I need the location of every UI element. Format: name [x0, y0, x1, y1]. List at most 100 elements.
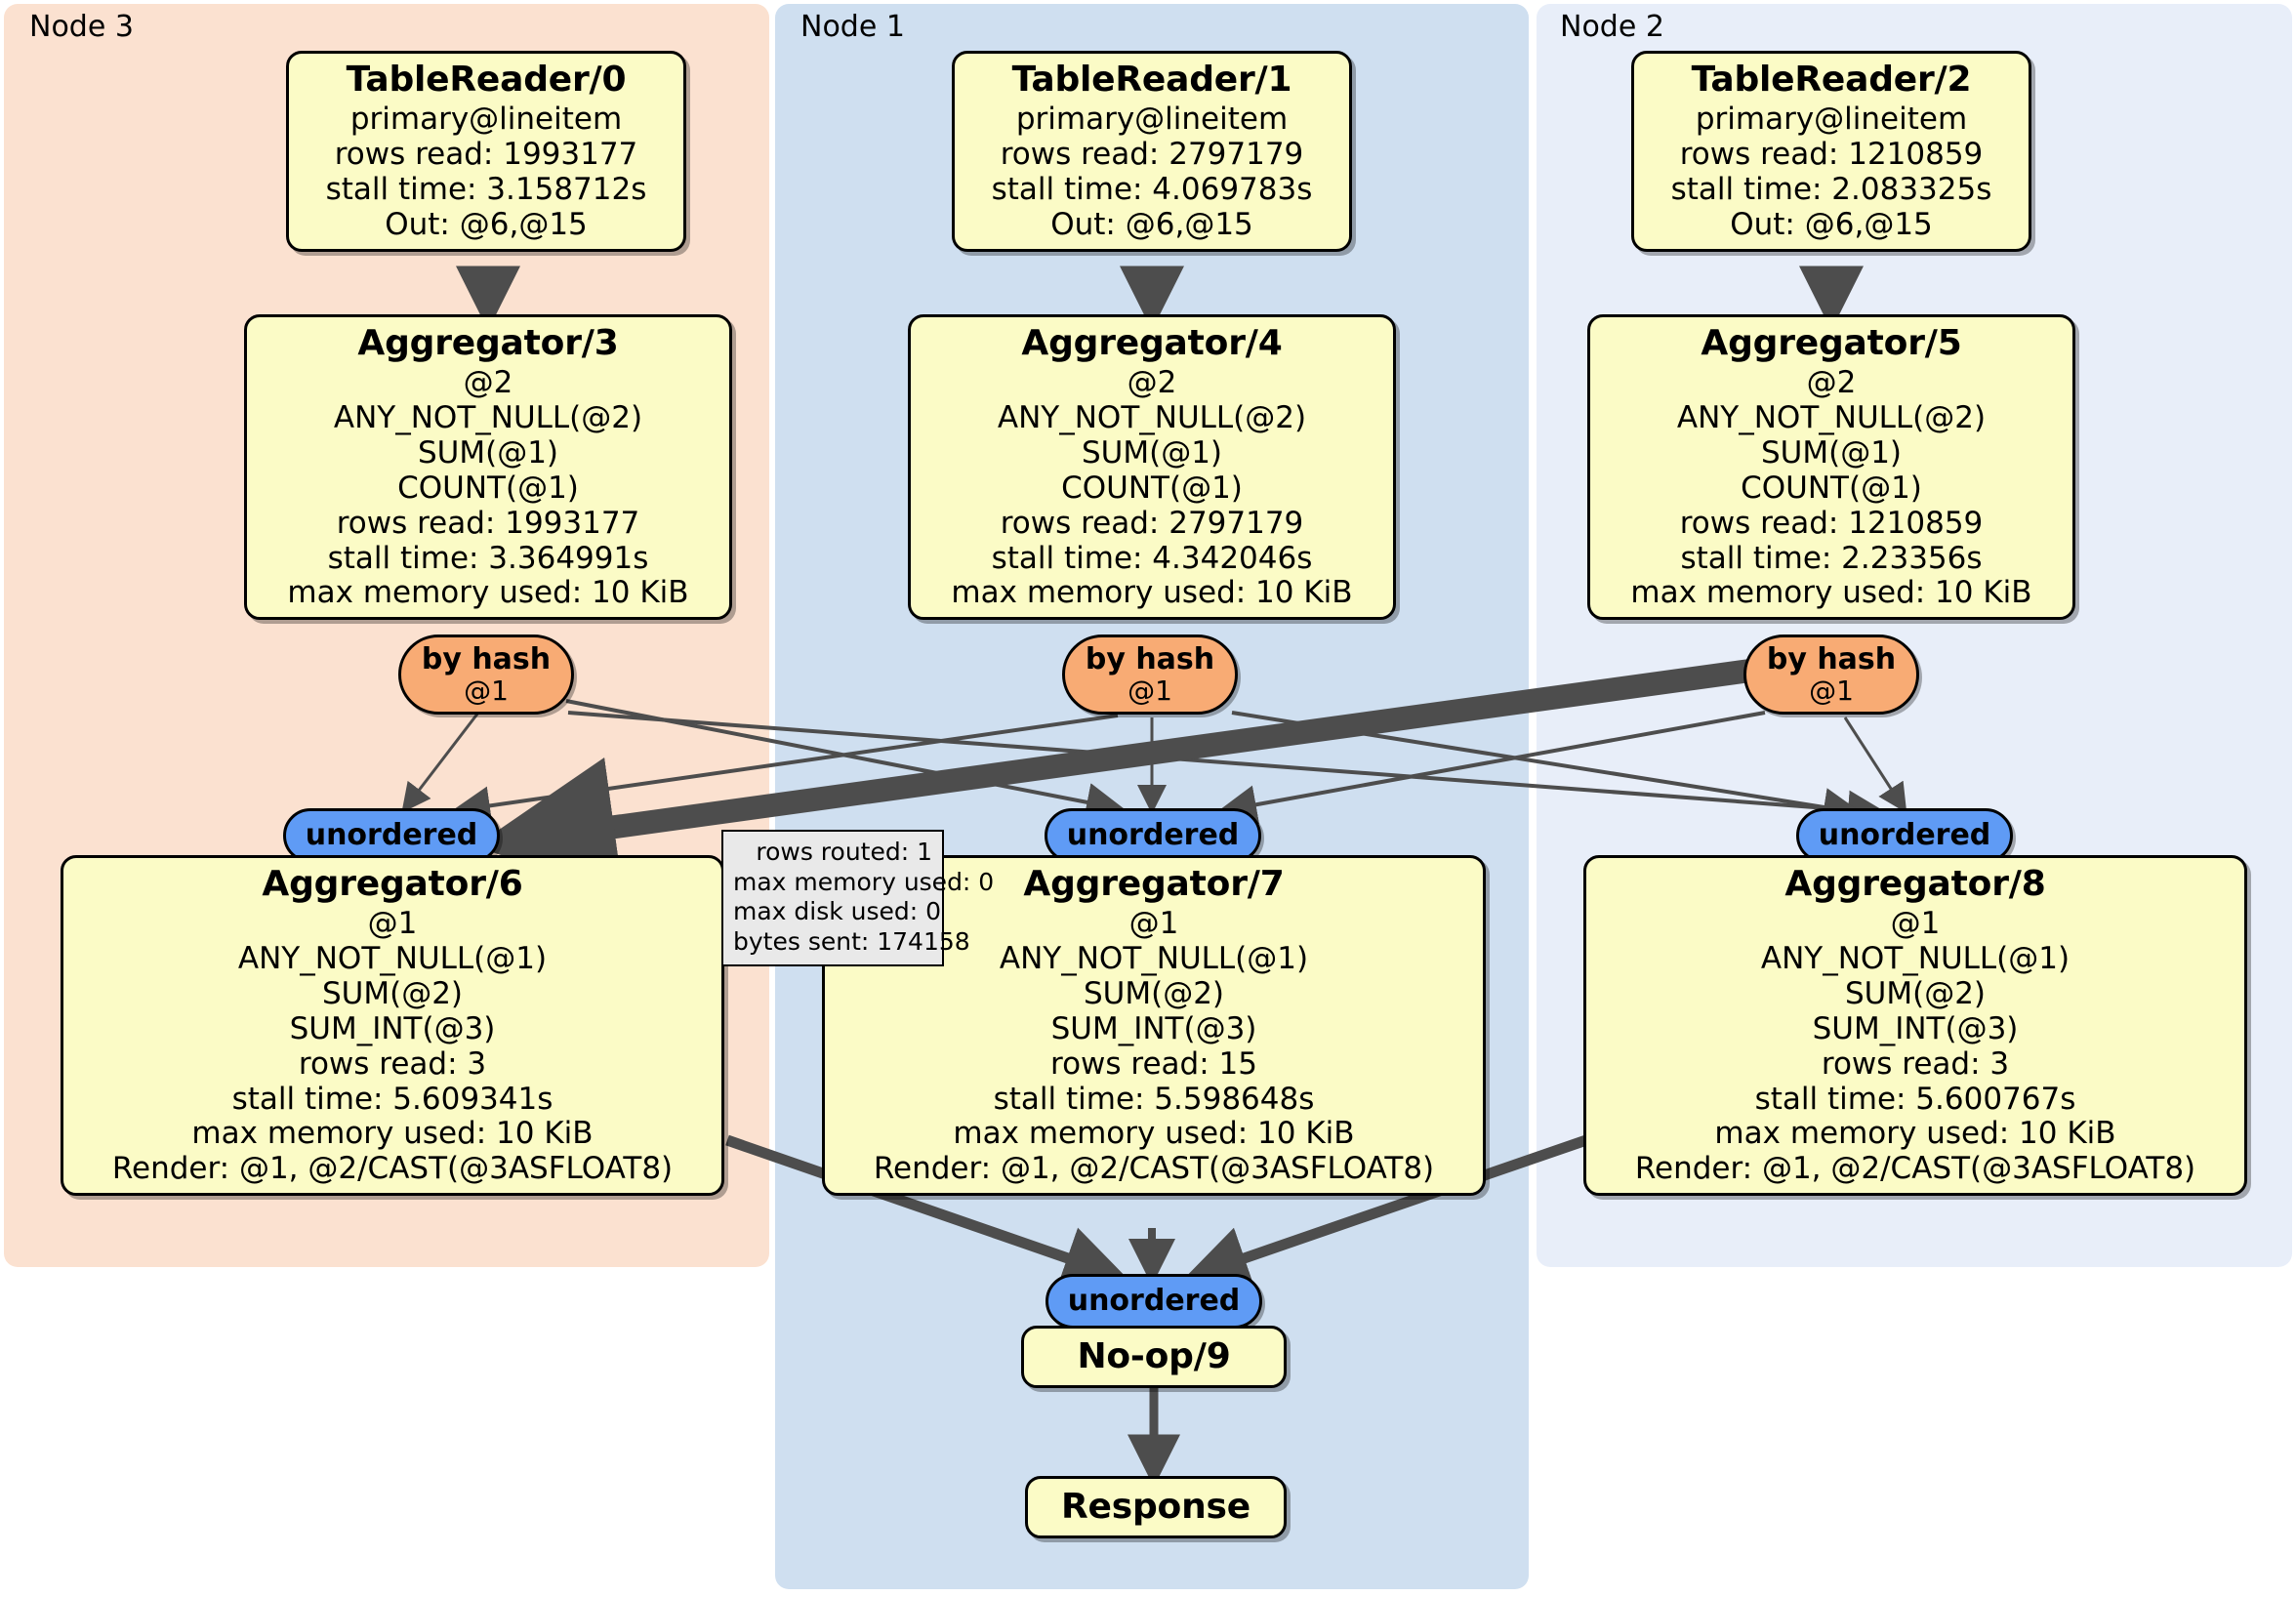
- router-column: @1: [1128, 675, 1172, 708]
- operator-title: Aggregator/8: [1784, 864, 2046, 904]
- operator-detail: ANY_NOT_NULL(@1): [1760, 940, 2070, 976]
- operator-box-tablereader-2[interactable]: TableReader/2 primary@lineitem rows read…: [1631, 51, 2031, 252]
- router-title: by hash: [1085, 641, 1215, 676]
- operator-box-aggregator-5[interactable]: Aggregator/5 @2 ANY_NOT_NULL(@2) SUM(@1)…: [1587, 314, 2075, 621]
- operator-box-tablereader-0[interactable]: TableReader/0 primary@lineitem rows read…: [286, 51, 686, 252]
- cluster-label-node3: Node 3: [29, 10, 134, 44]
- operator-detail: SUM(@2): [1844, 975, 1987, 1011]
- operator-detail: stall time: 2.23356s: [1680, 540, 1983, 576]
- cluster-label-node2: Node 2: [1560, 10, 1664, 44]
- operator-title: TableReader/1: [1011, 60, 1292, 100]
- operator-detail: @2: [1806, 364, 1857, 400]
- operator-detail: primary@lineitem: [349, 101, 623, 137]
- operator-detail: max memory used: 10 KiB: [953, 1116, 1355, 1152]
- operator-detail: @1: [1890, 905, 1941, 941]
- operator-detail: Out: @6,@15: [1050, 206, 1253, 242]
- operator-detail: stall time: 3.364991s: [327, 540, 649, 576]
- operator-detail: ANY_NOT_NULL(@1): [999, 940, 1309, 976]
- operator-detail: primary@lineitem: [1015, 101, 1289, 137]
- operator-detail: Out: @6,@15: [385, 206, 588, 242]
- operator-detail: @1: [367, 905, 418, 941]
- operator-detail: rows read: 1993177: [336, 505, 640, 541]
- operator-title: Response: [1061, 1487, 1250, 1527]
- operator-box-aggregator-6[interactable]: Aggregator/6 @1 ANY_NOT_NULL(@1) SUM(@2)…: [61, 855, 724, 1197]
- router-column: @1: [464, 675, 509, 708]
- router-unordered-final[interactable]: unordered: [1046, 1274, 1262, 1329]
- router-title: by hash: [421, 641, 552, 676]
- stream-stats-box: rows routed: 1 max memory used: 0 max di…: [721, 830, 995, 966]
- operator-box-noop-9[interactable]: No-op/9: [1021, 1326, 1287, 1388]
- operator-box-aggregator-4[interactable]: Aggregator/4 @2 ANY_NOT_NULL(@2) SUM(@1)…: [908, 314, 1396, 621]
- operator-detail: stall time: 5.609341s: [231, 1081, 554, 1117]
- operator-detail: max memory used: 10 KiB: [951, 575, 1353, 611]
- router-by-hash-2[interactable]: by hash @1: [1743, 635, 1919, 715]
- operator-detail: ANY_NOT_NULL(@1): [237, 940, 548, 976]
- operator-detail: max memory used: 10 KiB: [191, 1116, 594, 1152]
- operator-detail: stall time: 4.069783s: [991, 171, 1313, 207]
- operator-detail: max memory used: 10 KiB: [287, 575, 689, 611]
- operator-detail: rows read: 15: [1050, 1045, 1257, 1082]
- operator-detail: rows read: 1210859: [1679, 505, 1984, 541]
- operator-detail: SUM(@1): [417, 434, 559, 471]
- router-title: by hash: [1766, 641, 1897, 676]
- operator-detail: stall time: 5.600767s: [1754, 1081, 2076, 1117]
- operator-title: Aggregator/6: [262, 864, 523, 904]
- operator-box-response[interactable]: Response: [1025, 1476, 1287, 1538]
- operator-detail: rows read: 2797179: [1000, 136, 1304, 172]
- operator-detail: SUM_INT(@3): [1812, 1010, 2019, 1046]
- operator-title: TableReader/0: [346, 60, 627, 100]
- operator-title: Aggregator/3: [357, 323, 619, 363]
- operator-detail: max memory used: 10 KiB: [1714, 1116, 2116, 1152]
- operator-box-aggregator-3[interactable]: Aggregator/3 @2 ANY_NOT_NULL(@2) SUM(@1)…: [244, 314, 732, 621]
- operator-detail: Render: @1, @2/CAST(@3ASFLOAT8): [1634, 1151, 2196, 1187]
- operator-title: Aggregator/5: [1701, 323, 1962, 363]
- router-title: unordered: [1818, 818, 1991, 853]
- operator-detail: rows read: 2797179: [1000, 505, 1304, 541]
- operator-detail: COUNT(@1): [397, 470, 579, 506]
- operator-detail: rows read: 1993177: [334, 136, 638, 172]
- operator-box-aggregator-8[interactable]: Aggregator/8 @1 ANY_NOT_NULL(@1) SUM(@2)…: [1583, 855, 2247, 1197]
- operator-detail: stall time: 5.598648s: [993, 1081, 1315, 1117]
- router-title: unordered: [1067, 1284, 1241, 1319]
- operator-detail: SUM_INT(@3): [1050, 1010, 1257, 1046]
- operator-detail: ANY_NOT_NULL(@2): [1676, 399, 1987, 435]
- operator-detail: max memory used: 10 KiB: [1630, 575, 2032, 611]
- operator-detail: SUM(@2): [1083, 975, 1225, 1011]
- cluster-label-node1: Node 1: [800, 10, 905, 44]
- operator-title: TableReader/2: [1691, 60, 1972, 100]
- operator-detail: rows read: 3: [1821, 1045, 2010, 1082]
- operator-detail: stall time: 2.083325s: [1670, 171, 1992, 207]
- operator-box-aggregator-7[interactable]: Aggregator/7 @1 ANY_NOT_NULL(@1) SUM(@2)…: [822, 855, 1486, 1197]
- operator-detail: COUNT(@1): [1741, 470, 1922, 506]
- operator-box-tablereader-1[interactable]: TableReader/1 primary@lineitem rows read…: [952, 51, 1352, 252]
- operator-detail: Render: @1, @2/CAST(@3ASFLOAT8): [111, 1151, 674, 1187]
- router-by-hash-1[interactable]: by hash @1: [1062, 635, 1238, 715]
- router-unordered-1[interactable]: unordered: [1045, 808, 1261, 863]
- stat-bytes-sent: bytes sent: 174158: [733, 926, 970, 956]
- router-title: unordered: [1066, 818, 1240, 853]
- operator-detail: @2: [463, 364, 513, 400]
- operator-detail: stall time: 4.342046s: [991, 540, 1313, 576]
- operator-title: Aggregator/7: [1023, 864, 1285, 904]
- operator-detail: SUM(@1): [1760, 434, 1903, 471]
- operator-detail: primary@lineitem: [1695, 101, 1968, 137]
- operator-detail: ANY_NOT_NULL(@2): [997, 399, 1307, 435]
- router-by-hash-0[interactable]: by hash @1: [398, 635, 574, 715]
- operator-title: Aggregator/4: [1021, 323, 1283, 363]
- router-title: unordered: [305, 818, 478, 853]
- operator-detail: ANY_NOT_NULL(@2): [333, 399, 643, 435]
- operator-detail: SUM(@1): [1081, 434, 1223, 471]
- operator-detail: stall time: 3.158712s: [325, 171, 647, 207]
- operator-detail: rows read: 1210859: [1679, 136, 1984, 172]
- stat-max-disk-used: max disk used: 0: [733, 897, 942, 925]
- stat-max-memory-used: max memory used: 0: [733, 867, 995, 896]
- operator-detail: COUNT(@1): [1061, 470, 1243, 506]
- operator-detail: rows read: 3: [298, 1045, 487, 1082]
- stat-rows-routed: rows routed: 1: [756, 838, 932, 866]
- operator-detail: @1: [1128, 905, 1179, 941]
- operator-detail: SUM_INT(@3): [289, 1010, 496, 1046]
- operator-detail: Out: @6,@15: [1730, 206, 1933, 242]
- operator-detail: @2: [1127, 364, 1177, 400]
- router-unordered-2[interactable]: unordered: [1796, 808, 2013, 863]
